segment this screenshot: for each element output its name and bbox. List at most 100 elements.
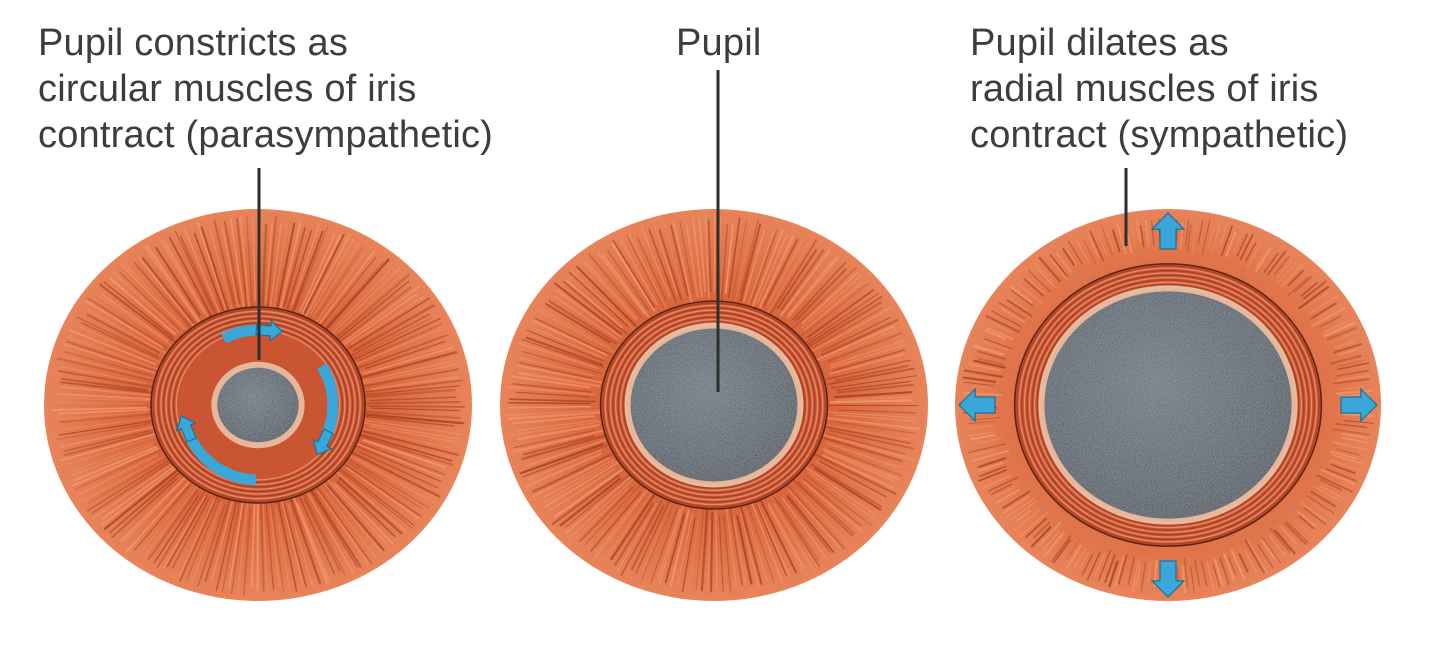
iris-fibre [564,278,624,329]
iris-fibre [73,441,156,471]
iris-fibre [313,252,366,327]
iris-fibre [363,385,460,396]
iris-fibre [1336,359,1366,367]
iris-fibre [1300,281,1319,297]
pupil [1044,291,1292,519]
iris-fibre [1340,436,1368,444]
iris-fibre [1108,560,1119,588]
iris-fibre [215,500,238,591]
iris-fibre [803,478,862,527]
iris-fibre [635,501,670,574]
iris-fibre [769,239,818,316]
iris-fibre [275,507,291,590]
iris-fibre [156,490,206,568]
iris-fibre [532,320,608,356]
iris-fibre [982,340,1009,351]
iris-fibre [76,316,158,357]
iris-fibre [303,497,341,572]
iris-fibre [511,429,605,453]
iris-fibre [820,436,903,463]
iris-fibre [100,293,169,342]
iris-fibre [1087,235,1100,259]
iris-fibre [1036,268,1056,288]
iris-fibre [312,242,360,319]
iris-fibre [1114,554,1126,587]
iris-fibre [1086,551,1101,581]
iris-fibre [294,226,328,310]
iris-fibre [537,310,616,353]
iris-fibre [987,476,1019,493]
iris-fibre [835,383,914,394]
iris-fibre [221,501,241,593]
iris-fibre [1042,531,1060,551]
iris-fibre [590,491,642,552]
iris-fibre [519,443,604,475]
iris-fibre [512,383,592,393]
iris-fibre [685,224,699,298]
iris-fibre [1001,308,1026,324]
iris-fibre [1310,490,1337,508]
iris-fibre [57,357,158,383]
iris-fibres [51,215,466,596]
iris-fibre [82,456,164,502]
iris-fibre [177,499,216,578]
iris-fibre [1106,231,1115,252]
iris-fibre [1333,340,1355,349]
iris-fibre [1331,453,1363,465]
iris-fibre [565,477,631,534]
iris-fibre [533,327,603,358]
iris-fibre [143,245,202,327]
iris-fibre [788,255,837,315]
iris-fibre [1079,551,1090,570]
iris-fibre [289,497,322,585]
iris-fibre [355,445,442,483]
iris-fibre [780,249,825,311]
iris-fibre [133,483,192,551]
iris-fibre [1083,240,1097,265]
iris-fibre [521,434,607,460]
iris-fibre [826,417,920,431]
iris-fibre [968,424,997,429]
iris-fibre [813,307,883,348]
iris-fibre [967,431,996,437]
iris-fibre [786,256,840,320]
iris-fibre [317,490,369,564]
iris-fibre [521,350,602,374]
iris-fibre [55,411,148,420]
iris-fibre [358,323,442,362]
iris-fibre [303,233,345,314]
iris-fibre [1190,565,1195,594]
iris-fibre [262,500,268,590]
iris-fibre [56,422,154,440]
iris-fibre [338,293,417,349]
iris-fibre [281,500,304,584]
band-ring [1026,274,1310,536]
iris-fibre [611,243,656,312]
iris-fibre [1011,289,1034,307]
iris-fibre [812,452,897,495]
band-ring [1033,281,1303,529]
iris-fibre [1030,526,1052,548]
iris-fibre [1219,556,1230,586]
iris-fibre [250,497,256,588]
iris-fibre [1211,221,1222,255]
iris-fibre [359,435,454,466]
iris-fibre [508,398,596,403]
iris-fibre [517,423,601,441]
iris-fibre [197,504,226,587]
iris-fibre [276,222,296,310]
iris-fibre [265,216,278,312]
iris-fibre [74,449,161,491]
iris-fibre [190,501,223,584]
iris-fibre [1006,299,1033,317]
iris-fibre [810,463,883,508]
iris-fibre [338,476,403,535]
iris-fibre [525,438,609,467]
iris-fibre [304,488,355,574]
iris-fibre [1089,230,1104,262]
iris-fibre [1299,501,1329,523]
iris-fibre [506,409,603,416]
iris-fibre [1287,269,1304,287]
iris-fibre [58,420,154,436]
iris-fibre [807,295,883,346]
